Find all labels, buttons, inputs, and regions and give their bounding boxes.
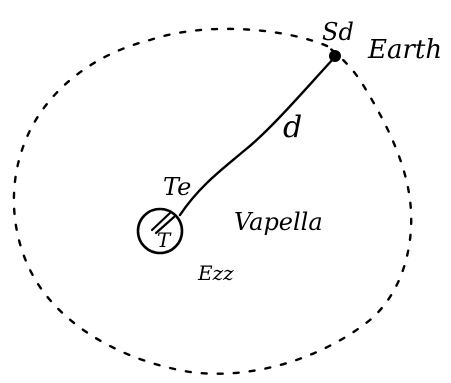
label-sd: Sd [322, 18, 354, 46]
dashed-boundary [12, 27, 413, 375]
label-t: T [157, 228, 172, 252]
earth-point [329, 50, 341, 62]
label-te: Te [163, 173, 191, 201]
label-distance: d [283, 110, 302, 145]
star-circle [136, 207, 184, 255]
label-vapella: Vapella [234, 208, 323, 236]
distance-line [178, 56, 336, 217]
label-earth: Earth [367, 35, 442, 65]
star-hatching [150, 211, 176, 235]
label-ezz: Ezz [197, 261, 234, 285]
